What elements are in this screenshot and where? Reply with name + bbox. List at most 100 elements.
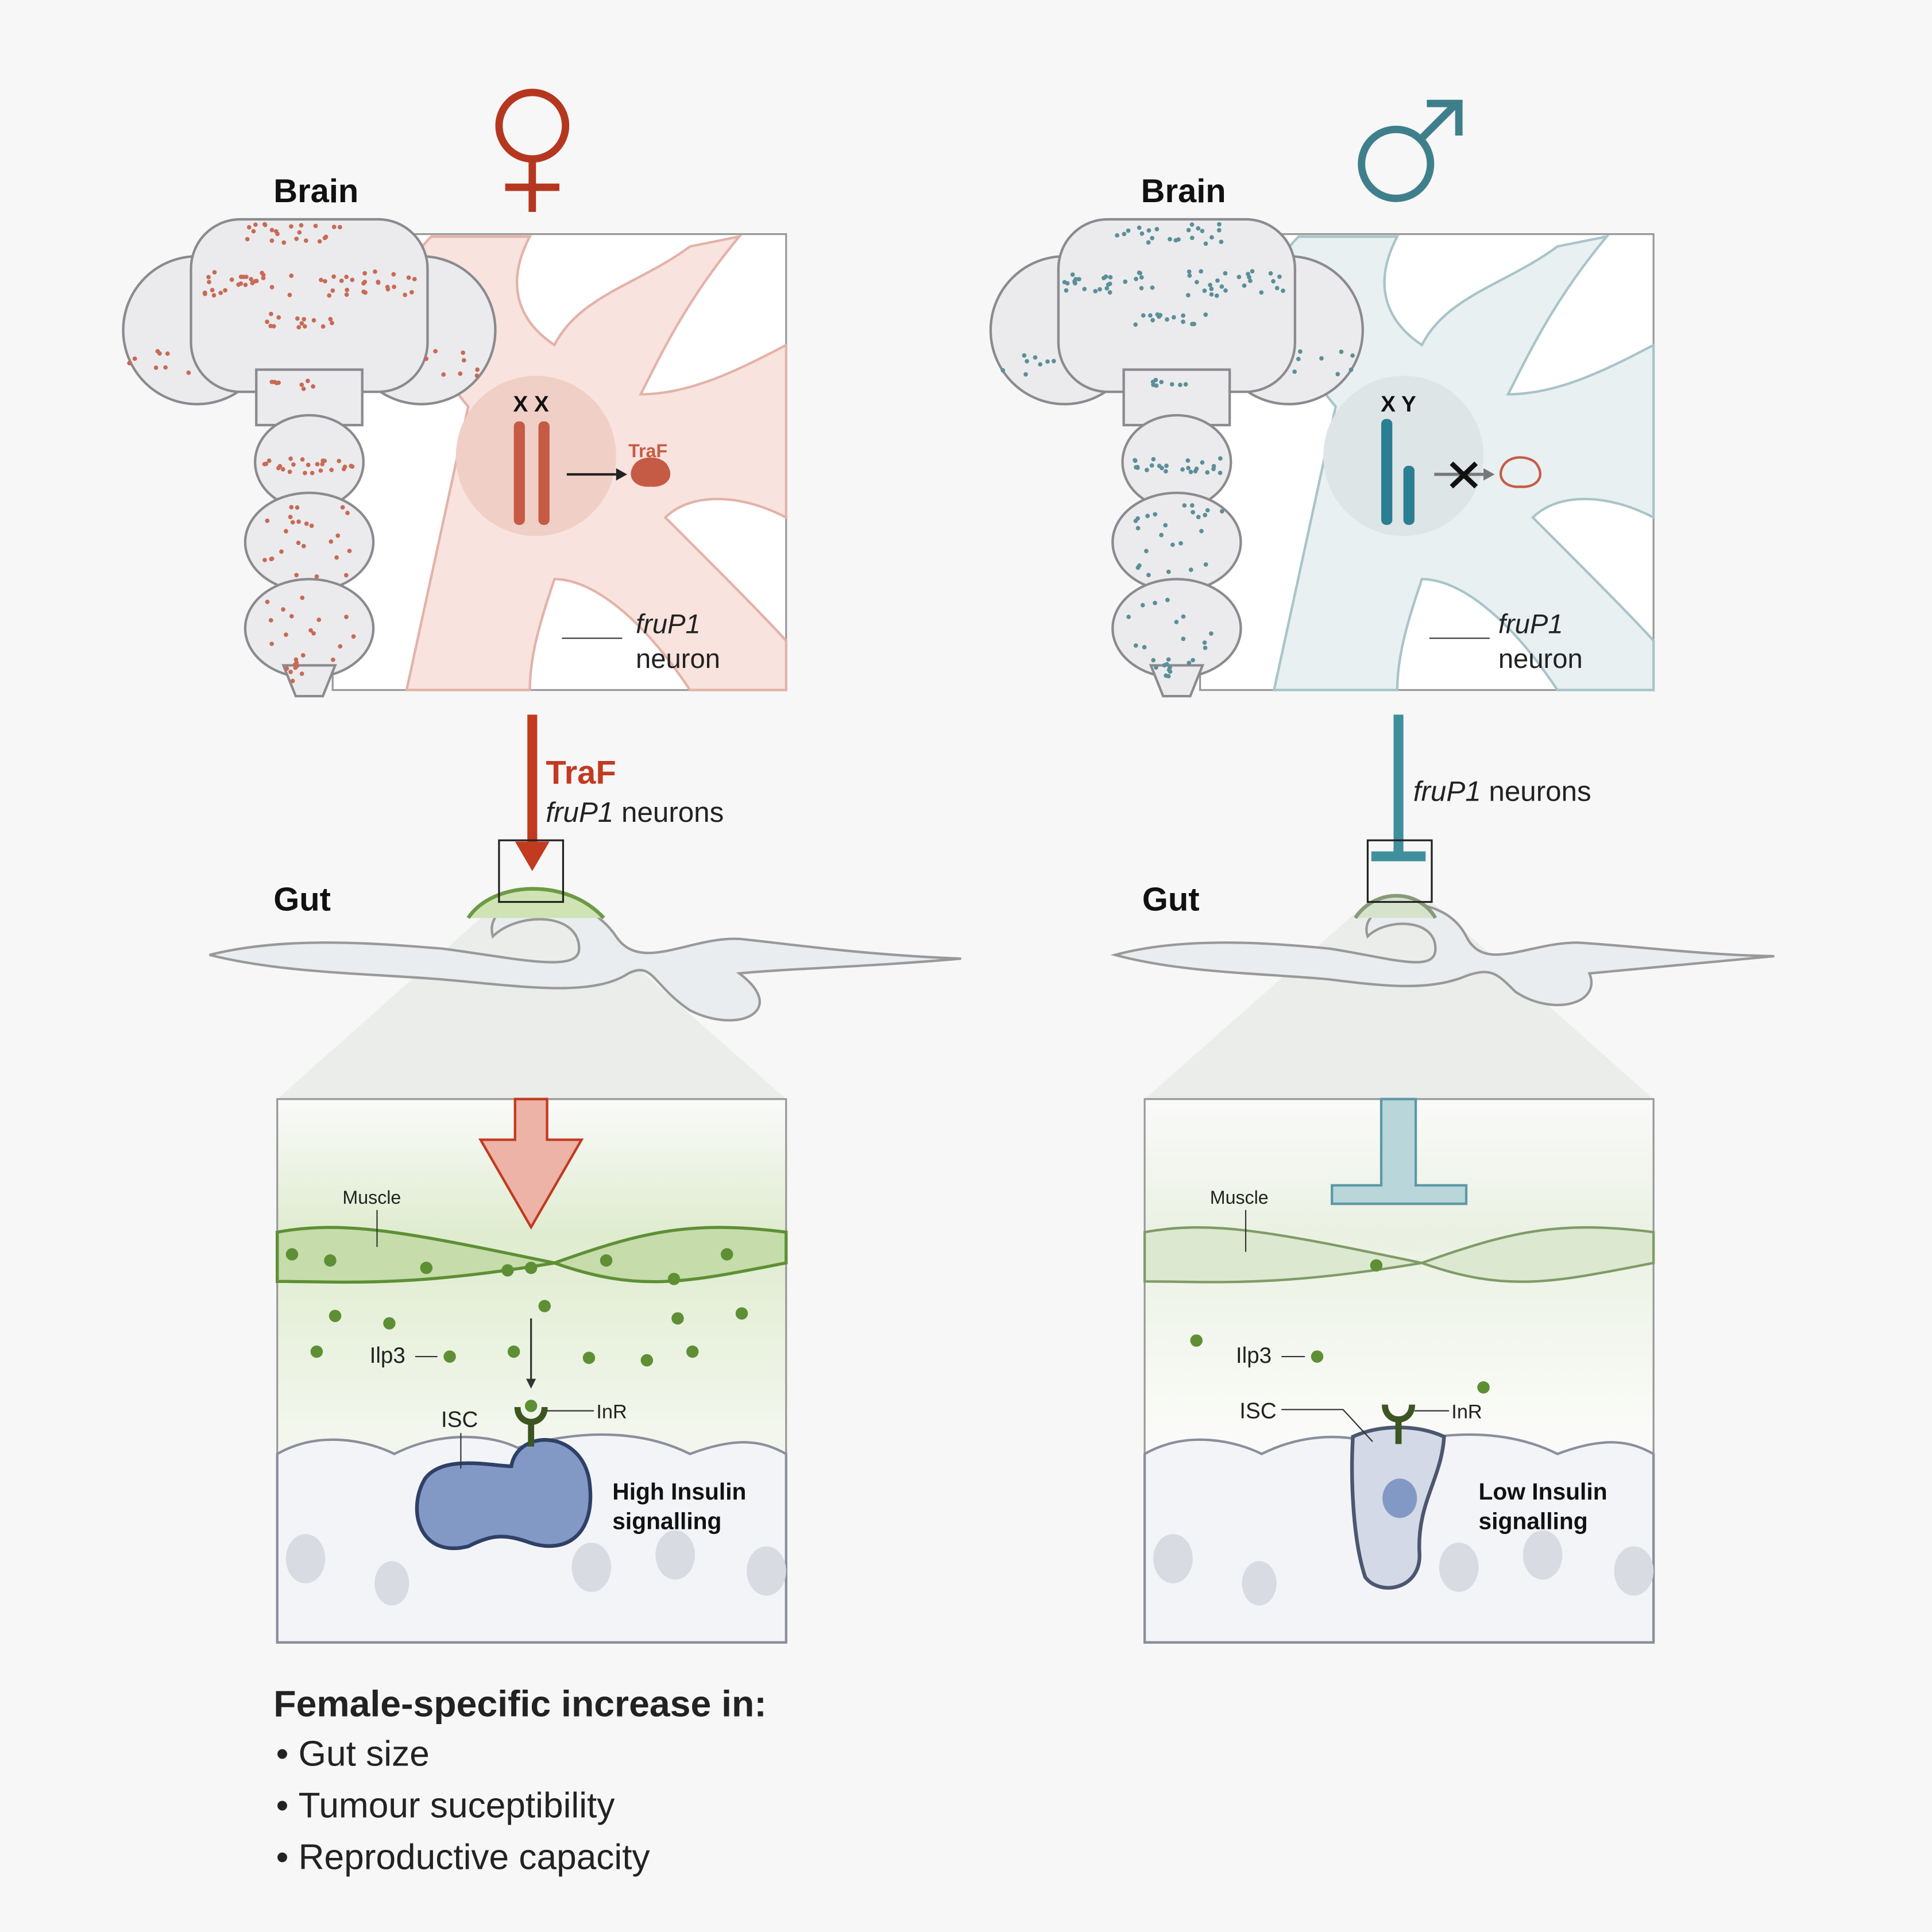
neuron-dot (1150, 235, 1154, 241)
neuron-dot (1122, 231, 1127, 237)
neuron-dot (1106, 282, 1111, 287)
neuron-dot (316, 617, 322, 623)
neuron-dot (1203, 513, 1208, 517)
neuron-dot (311, 384, 315, 389)
neuron-dot (347, 548, 352, 554)
neuron-dot (1182, 503, 1187, 508)
neuron-dot (1246, 272, 1250, 276)
neuron-label: neuron (1498, 644, 1583, 674)
neuron-dot (345, 511, 350, 515)
neuron-dot (311, 631, 316, 636)
neuron-dot (289, 224, 293, 229)
neuron-dot (245, 237, 250, 242)
signalling-label: Low Insulin (1478, 1478, 1607, 1505)
neuron-dot (1203, 562, 1208, 567)
neuron-dot (265, 600, 270, 604)
neuron-dot (424, 356, 429, 361)
neuron-dot (1093, 289, 1098, 293)
neuron-dot (1194, 466, 1199, 472)
neuron-dot (295, 505, 300, 510)
neuron-dot (1138, 271, 1142, 276)
arrow-label-traf: TraF (546, 754, 616, 791)
inr-receptor-icon (514, 1407, 548, 1447)
neuron-dot (1172, 315, 1176, 320)
neuron-dot (1218, 456, 1223, 461)
neuron-dot (1189, 222, 1195, 227)
neuron-dot (327, 293, 332, 298)
neuron-dot (311, 318, 316, 323)
neuron-dot (1180, 467, 1185, 472)
neuron-dot (1140, 602, 1145, 608)
neuron-dot (329, 539, 334, 544)
neuron-dot (1065, 281, 1070, 286)
brain-neuron-dots (127, 222, 480, 683)
neuron-dot (474, 373, 480, 378)
neuron-dot (1200, 229, 1205, 234)
ilp3-molecules (285, 1248, 748, 1412)
neuron-dot (1144, 467, 1149, 473)
neuron-dot (1187, 660, 1192, 666)
neuron-dot (363, 290, 368, 295)
ilp3-molecules (1190, 1259, 1490, 1394)
neuron-dot (281, 240, 287, 245)
neuron-dot (269, 642, 275, 646)
neuron-dot (280, 467, 285, 472)
muscle-label: Muscle (1210, 1187, 1269, 1208)
brain-label: Brain (1141, 173, 1226, 210)
neuron-dot (163, 365, 168, 370)
traf-protein-icon (631, 457, 671, 487)
neuron-dot (279, 549, 284, 554)
neuron-dot (1188, 469, 1193, 474)
summary-title: Female-specific increase in: (273, 1683, 767, 1725)
neuron-dot (1141, 313, 1146, 318)
traf-protein-label: TraF (628, 441, 667, 461)
neuron-dot (1271, 279, 1276, 284)
neuron-dot (1149, 463, 1154, 468)
neuron-dot (1133, 458, 1137, 463)
neuron-dot (299, 382, 304, 387)
neuron-dot (299, 671, 304, 677)
neuron-dot (329, 467, 334, 473)
x-chromosome (538, 421, 550, 525)
neuron-dot (1339, 349, 1344, 354)
nucleus (455, 376, 616, 536)
inhibition-line (1393, 714, 1404, 853)
inr-label: InR (1451, 1401, 1482, 1423)
signalling-label: signalling (612, 1508, 721, 1534)
neuron-dot (1115, 233, 1119, 238)
muscle-layer (1143, 1226, 1655, 1284)
neuron-dot (1187, 273, 1192, 278)
neuron-dot (300, 596, 305, 600)
neuron-dot (1178, 382, 1183, 387)
neuron-dot (441, 372, 446, 377)
neuron-dot (1173, 238, 1178, 243)
neuron-dot (297, 230, 302, 235)
neuron-dot (1298, 349, 1303, 354)
neuron-dot (1191, 510, 1195, 515)
neuron-dot (313, 223, 318, 229)
neuron-dot (1242, 283, 1247, 288)
enterocyte-nuclei (285, 1530, 786, 1606)
neuron-dot (296, 324, 302, 330)
neuron-dot (319, 277, 323, 283)
neuron-dot (351, 634, 356, 639)
neuron-dot (246, 225, 252, 230)
neuron-dot (1268, 271, 1273, 276)
neuron-dot (266, 458, 272, 463)
muscle-layer (276, 1226, 788, 1284)
neuron-dot (288, 456, 293, 461)
neuron-dot (1137, 225, 1142, 230)
female-symbol-icon (495, 88, 570, 212)
neuron-dot (1195, 280, 1199, 285)
neuron-dot (337, 458, 342, 463)
neuron-dot (294, 573, 299, 578)
neuron-dot (1072, 280, 1077, 285)
neuron-dot (1211, 466, 1216, 472)
neuron-dot (403, 292, 407, 297)
neuron-dot (274, 380, 279, 385)
neuron-dot (281, 607, 285, 612)
neuron-dot (294, 236, 299, 241)
neuron-dot (1250, 269, 1255, 274)
neuron-dot (262, 222, 267, 227)
x-chromosome (1381, 419, 1393, 525)
